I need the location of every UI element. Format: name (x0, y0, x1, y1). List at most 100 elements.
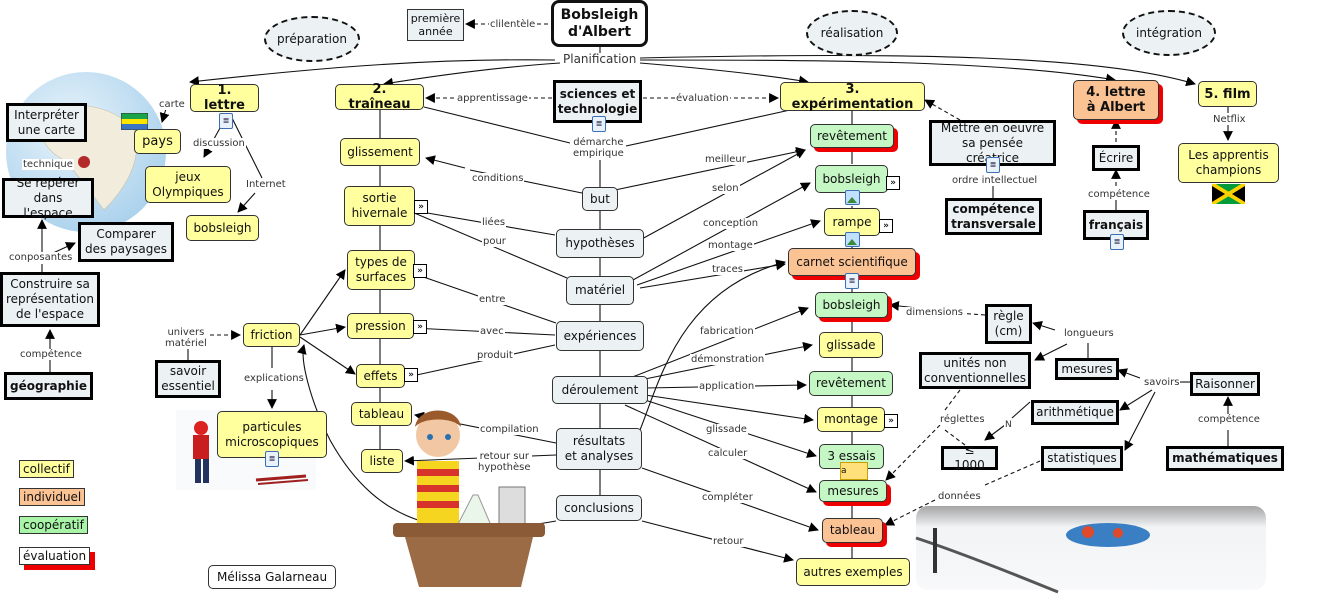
lettre-4-node[interactable]: 4. lettre à Albert (1073, 80, 1159, 120)
note-icon[interactable]: a (840, 462, 868, 480)
document-icon[interactable]: ≣ (845, 273, 859, 289)
node-text: Se repérer dans l'espace (16, 175, 80, 220)
document-icon[interactable]: ≣ (219, 113, 233, 129)
exp-bobsleigh-node[interactable]: bobsleigh (815, 165, 888, 193)
film-5-node[interactable]: 5. film (1198, 81, 1257, 107)
jeux-olympiques-node[interactable]: jeux Olympiques (145, 166, 231, 203)
phase-label: préparation (277, 31, 347, 46)
expand-icon[interactable]: » (414, 200, 428, 214)
expand-icon[interactable]: » (413, 320, 427, 334)
mesures-math-node[interactable]: mesures (1055, 358, 1119, 380)
competence-transversale-node[interactable]: compétence transversale (945, 198, 1042, 235)
particules-microscopiques-node[interactable]: particules microscopiques (217, 411, 327, 458)
node-text: 4. lettre à Albert (1086, 85, 1146, 115)
glissement-node[interactable]: glissement (340, 138, 420, 166)
exp-glissade-node[interactable]: glissade (819, 332, 883, 358)
jamaica-flag-icon (1212, 184, 1245, 204)
step-resultats-analyses[interactable]: résultats et analyses (556, 428, 642, 470)
exp-autres-exemples-node[interactable]: autres exemples (796, 558, 910, 586)
document-icon[interactable]: ≣ (1110, 234, 1124, 250)
step-but[interactable]: but (582, 187, 618, 211)
step-deroulement[interactable]: déroulement (552, 376, 648, 404)
link-label: technique (22, 159, 74, 170)
exp-tableau-node[interactable]: tableau (822, 518, 883, 543)
construire-representation-node[interactable]: Construire sa représentation de l'espace (0, 272, 100, 327)
node-text: français (1088, 217, 1144, 232)
connector (1124, 391, 1156, 451)
link-label: démarche empirique (572, 137, 625, 159)
node-text: liste (369, 453, 395, 468)
statistiques-node[interactable]: statistiques (1041, 446, 1123, 471)
tableau-traineau-node[interactable]: tableau (351, 402, 412, 426)
expand-icon[interactable]: » (886, 176, 900, 190)
link-label: liées (481, 217, 507, 228)
node-text: sciences et technologie (557, 86, 638, 116)
se-reperer-node[interactable]: Se repérer dans l'espace (2, 175, 94, 220)
link-label: selon (711, 183, 740, 194)
node-text: Comparer des paysages (85, 227, 167, 256)
le-1000-node[interactable]: ≤ 1000 (941, 443, 998, 472)
apprentis-champions-node[interactable]: Les apprentis champions (1178, 143, 1279, 183)
geographie-node[interactable]: géographie (4, 372, 93, 400)
traineau-2-node[interactable]: 2. traîneau (335, 82, 424, 112)
connector (299, 323, 346, 336)
interpreter-carte-node[interactable]: Interpréter une carte (6, 103, 87, 142)
effets-node[interactable]: effets (356, 364, 405, 388)
bobsleigh-lettre-node[interactable]: bobsleigh (186, 215, 259, 241)
exp-bobsleigh-2-node[interactable]: bobsleigh (815, 292, 888, 318)
node-text: hypothèses (565, 236, 635, 250)
raisonner-node[interactable]: Raisonner (1190, 372, 1260, 396)
phase-label: intégration (1136, 25, 1202, 40)
map-title[interactable]: Bobsleigh d'Albert (551, 0, 648, 47)
image-icon[interactable] (845, 232, 860, 247)
node-text: Écrire (1098, 150, 1134, 165)
node-text: savoir essentiel (161, 364, 215, 393)
node-text: but (590, 191, 610, 206)
link-label: glissade (705, 424, 748, 435)
link-label: clilentèle (489, 19, 537, 30)
types-surfaces-node[interactable]: types de surfaces (347, 250, 415, 290)
lettre-1-node[interactable]: 1. lettre (190, 83, 259, 113)
link-label: entre (478, 294, 507, 305)
node-text: sortie hivernale (351, 191, 408, 220)
exp-carnet-scientifique-node[interactable]: carnet scientifique (788, 248, 916, 276)
exp-3-essais-node[interactable]: 3 essais (819, 444, 884, 469)
step-materiel[interactable]: matériel (566, 276, 634, 305)
step-hypotheses[interactable]: hypothèses (556, 229, 644, 258)
link-label: dimensions (905, 307, 965, 318)
pays-node[interactable]: pays (134, 129, 181, 154)
connector (1119, 389, 1153, 411)
expand-icon[interactable]: » (404, 368, 418, 382)
expand-icon[interactable]: » (884, 414, 898, 428)
exp-mesures-node[interactable]: mesures (819, 480, 887, 502)
document-icon[interactable]: ≣ (986, 157, 1000, 173)
experimentation-3-node[interactable]: 3. expérimentation (780, 82, 925, 112)
unites-non-conventionnelles-node[interactable]: unités non conventionnelles (919, 352, 1031, 389)
image-icon[interactable] (845, 190, 860, 205)
node-text: règle (cm) (993, 309, 1024, 338)
document-icon[interactable]: ≣ (265, 451, 279, 467)
step-conclusions[interactable]: conclusions (556, 495, 642, 521)
exp-montage-node[interactable]: montage (817, 407, 885, 432)
expand-icon[interactable]: » (413, 264, 427, 278)
sciences-technologie-node[interactable]: sciences et technologie (553, 80, 642, 123)
exp-revetement-node[interactable]: revêtement (810, 124, 894, 148)
regle-cm-node[interactable]: règle (cm) (985, 304, 1032, 344)
arithmetique-node[interactable]: arithmétique (1031, 400, 1119, 425)
mathematiques-node[interactable]: mathématiques (1166, 446, 1284, 471)
comparer-paysages-node[interactable]: Comparer des paysages (78, 222, 174, 262)
liste-node[interactable]: liste (361, 449, 403, 473)
premiere-annee-node[interactable]: première année (407, 9, 464, 41)
friction-node[interactable]: friction (243, 323, 300, 347)
sortie-hivernale-node[interactable]: sortie hivernale (344, 186, 415, 226)
legend-evaluation: évaluation (19, 547, 91, 565)
ecrire-node[interactable]: Écrire (1092, 145, 1140, 171)
document-icon[interactable]: ≣ (592, 116, 606, 132)
expand-icon[interactable]: » (879, 219, 893, 233)
node-text: mesures (1061, 361, 1113, 376)
savoir-essentiel-node[interactable]: savoir essentiel (155, 360, 221, 398)
exp-revetement-2-node[interactable]: revêtement (809, 371, 893, 396)
pression-node[interactable]: pression (347, 313, 414, 339)
phase-label: réalisation (820, 25, 884, 40)
step-experiences[interactable]: expériences (556, 321, 644, 351)
